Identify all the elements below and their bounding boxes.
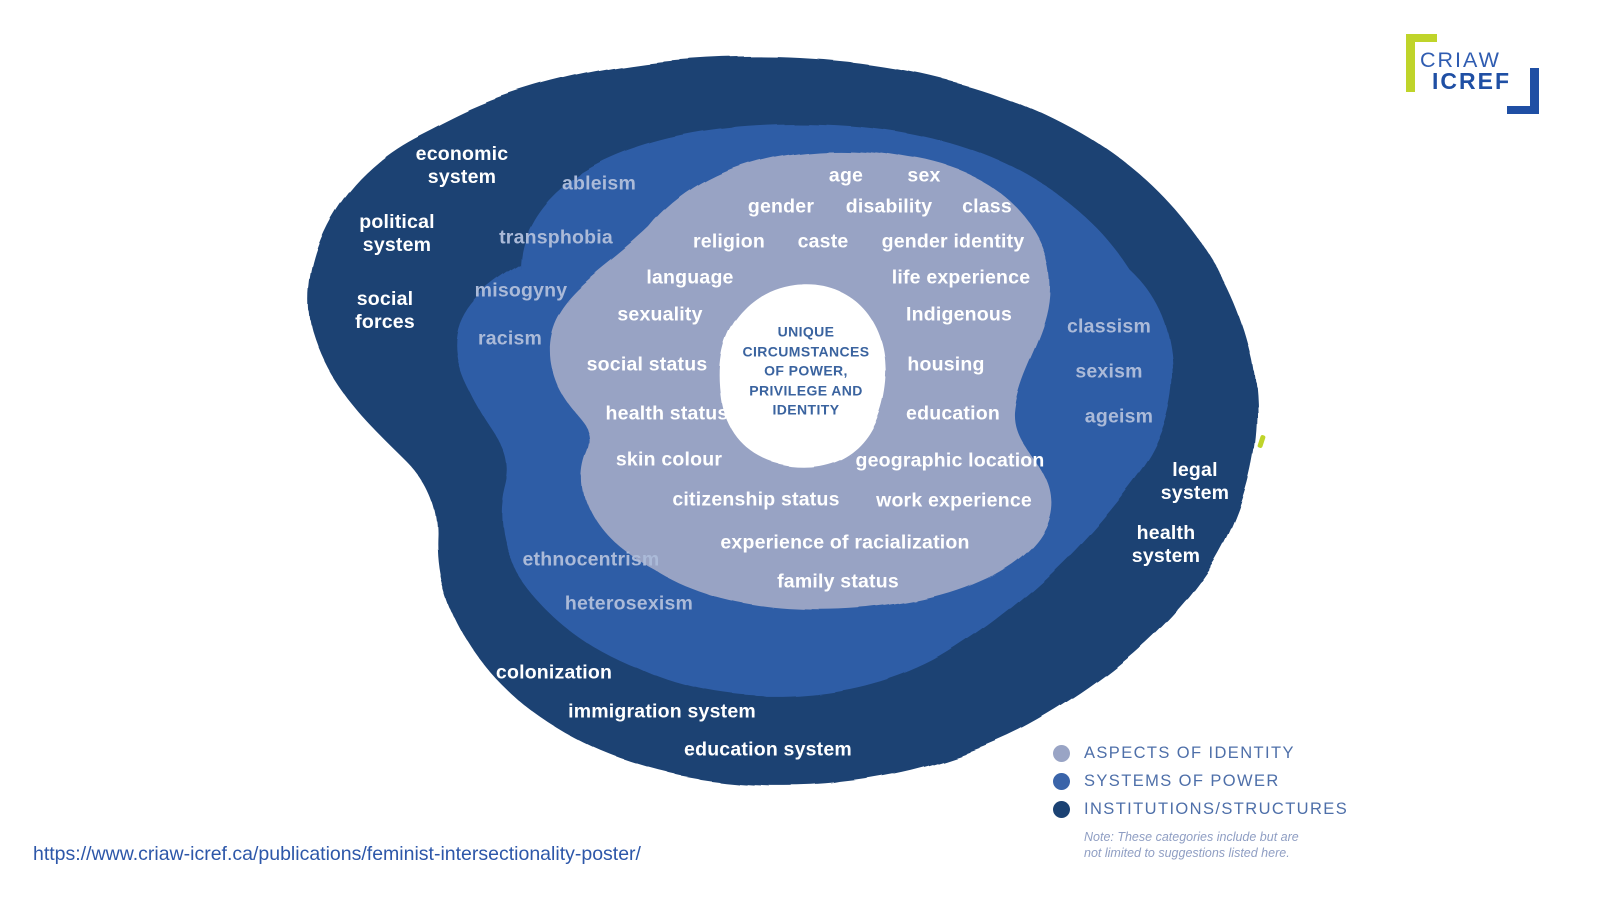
legend: ASPECTS OF IDENTITY SYSTEMS OF POWER INS… bbox=[1053, 739, 1348, 861]
label-sexuality: sexuality bbox=[617, 303, 703, 326]
label-age: age bbox=[828, 164, 864, 187]
label-housing: housing bbox=[907, 353, 985, 376]
criaw-icref-logo: CRIAW ICREF bbox=[1398, 30, 1548, 120]
label-life-experience: life experience bbox=[891, 266, 1031, 289]
source-url-link[interactable]: https://www.criaw-icref.ca/publications/… bbox=[33, 843, 641, 865]
label-misogyny: misogyny bbox=[474, 279, 568, 302]
label-ageism: ageism bbox=[1084, 405, 1154, 428]
label-social-forces: social forces bbox=[355, 288, 415, 333]
label-indigenous: Indigenous bbox=[906, 303, 1012, 326]
label-gender: gender bbox=[747, 195, 815, 218]
label-skin-colour: skin colour bbox=[615, 448, 723, 471]
legend-item-label: SYSTEMS OF POWER bbox=[1084, 771, 1280, 790]
label-legal-system: legal system bbox=[1160, 459, 1230, 504]
label-sexism: sexism bbox=[1075, 360, 1143, 383]
legend-item-label: INSTITUTIONS/STRUCTURES bbox=[1084, 799, 1349, 818]
center-statement: UNIQUE CIRCUMSTANCES OF POWER, PRIVILEGE… bbox=[742, 323, 870, 418]
label-class: class bbox=[962, 195, 1012, 218]
logo-text-criaw: CRIAW bbox=[1420, 48, 1501, 72]
label-education-system: education system bbox=[684, 738, 852, 761]
label-education: education bbox=[906, 402, 1000, 425]
label-disability: disability bbox=[845, 195, 933, 218]
label-caste: caste bbox=[797, 230, 849, 253]
label-language: language bbox=[646, 266, 734, 289]
label-colonization: colonization bbox=[495, 661, 613, 684]
label-classism: classism bbox=[1067, 315, 1151, 338]
legend-item-label: ASPECTS OF IDENTITY bbox=[1084, 743, 1295, 762]
label-citizenship-status: citizenship status bbox=[672, 488, 840, 511]
label-transphobia: transphobia bbox=[499, 226, 613, 249]
logo-text-icref: ICREF bbox=[1432, 68, 1511, 94]
label-family-status: family status bbox=[777, 570, 899, 593]
label-political-system: political system bbox=[359, 211, 435, 256]
label-religion: religion bbox=[692, 230, 766, 253]
label-racism: racism bbox=[477, 327, 543, 350]
logo-left-bracket-icon bbox=[1406, 34, 1415, 92]
logo-left-bracket-icon bbox=[1406, 34, 1437, 42]
label-health-status: health status bbox=[605, 402, 729, 425]
logo-right-bracket-icon bbox=[1507, 106, 1539, 114]
label-social-status: social status bbox=[586, 353, 708, 376]
label-ethnocentrism: ethnocentrism bbox=[522, 548, 660, 571]
label-experience-of-racialization: experience of racialization bbox=[720, 531, 970, 554]
label-immigration-system: immigration system bbox=[568, 700, 756, 723]
label-sex: sex bbox=[907, 164, 941, 187]
legend-note: Note: These categories include but are n… bbox=[1084, 830, 1299, 860]
label-heterosexism: heterosexism bbox=[564, 592, 694, 615]
label-health-system: health system bbox=[1131, 522, 1201, 567]
power-dot-icon bbox=[1053, 772, 1070, 790]
logo-right-bracket-icon bbox=[1530, 68, 1539, 114]
legend-item-aspects-of-identity: ASPECTS OF IDENTITY bbox=[1053, 739, 1348, 767]
identity-dot-icon bbox=[1053, 744, 1070, 762]
label-ableism: ableism bbox=[561, 172, 637, 195]
legend-item-institutions-structures: INSTITUTIONS/STRUCTURES bbox=[1053, 795, 1348, 823]
label-gender-identity: gender identity bbox=[881, 230, 1025, 253]
label-work-experience: work experience bbox=[876, 489, 1032, 512]
unique-circumstances-blob bbox=[720, 284, 886, 467]
label-geographic-location: geographic location bbox=[855, 449, 1045, 472]
legend-item-systems-of-power: SYSTEMS OF POWER bbox=[1053, 767, 1348, 795]
institutions-dot-icon bbox=[1053, 800, 1070, 818]
label-economic-system: economic system bbox=[415, 143, 509, 188]
